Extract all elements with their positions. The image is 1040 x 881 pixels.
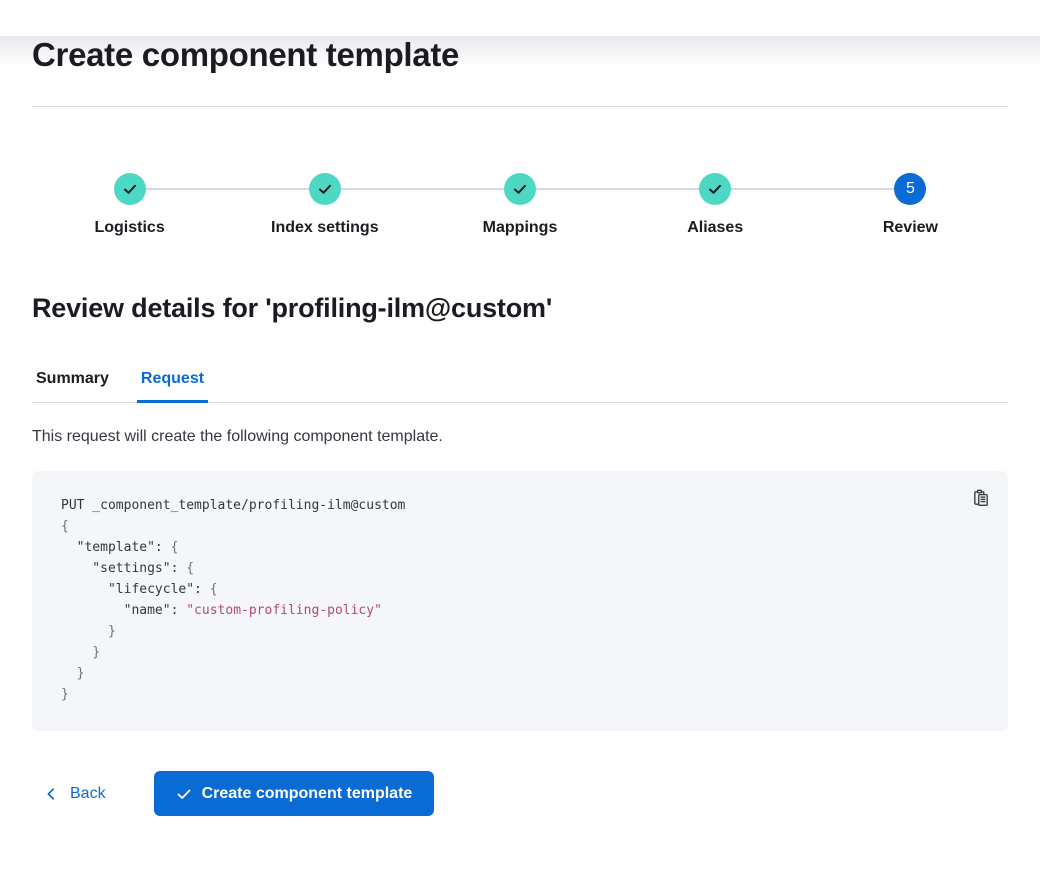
stepper-step-mappings[interactable]: Mappings: [422, 173, 618, 237]
step-check-icon: [308, 173, 341, 205]
step-check-icon: [113, 173, 146, 205]
create-component-template-button[interactable]: Create component template: [153, 771, 435, 816]
step-connector: [520, 188, 618, 190]
step-label: Index settings: [271, 219, 379, 236]
tab-summary[interactable]: Summary: [32, 360, 113, 402]
step-check-icon: [504, 173, 536, 205]
stepper-step-index-settings[interactable]: Index settings: [227, 173, 423, 237]
back-button-label: Back: [70, 784, 106, 802]
step-connector: [715, 188, 813, 190]
step-number: 5: [894, 173, 927, 205]
check-icon: [176, 786, 192, 802]
step-connector: [324, 188, 423, 190]
create-button-label: Create component template: [201, 784, 413, 802]
stepper-step-logistics[interactable]: Logistics: [32, 173, 228, 237]
step-check-icon: [699, 173, 732, 205]
step-connector: [129, 188, 228, 190]
create-component-template-page: Create component template Logistics Index…: [0, 36, 1040, 816]
step-label: Logistics: [94, 219, 165, 236]
title-divider: [32, 106, 1008, 107]
step-label: Review: [882, 219, 938, 236]
step-connector: [617, 188, 716, 190]
step-label: Aliases: [687, 219, 744, 236]
request-description: This request will create the following c…: [32, 428, 443, 445]
page-title: Create component template: [32, 36, 460, 73]
step-connector: [227, 188, 325, 190]
step-connector: [812, 188, 911, 190]
back-button[interactable]: Back: [32, 785, 118, 803]
chevron-left-icon: [44, 787, 58, 801]
step-connector: [422, 188, 520, 190]
tab-request[interactable]: Request: [136, 360, 209, 403]
review-tabs: Summary Request: [32, 360, 1008, 403]
request-code: PUT _component_template/profiling-ilm@cu…: [61, 498, 406, 702]
stepper-step-aliases[interactable]: Aliases: [617, 173, 813, 237]
step-label: Mappings: [482, 219, 558, 236]
footer-actions: Back Create component template: [32, 771, 1008, 816]
request-code-block: PUT _component_template/profiling-ilm@cu…: [32, 471, 1008, 731]
review-heading: Review details for 'profiling-ilm@custom…: [32, 293, 553, 323]
copy-clipboard-icon[interactable]: [968, 485, 994, 511]
